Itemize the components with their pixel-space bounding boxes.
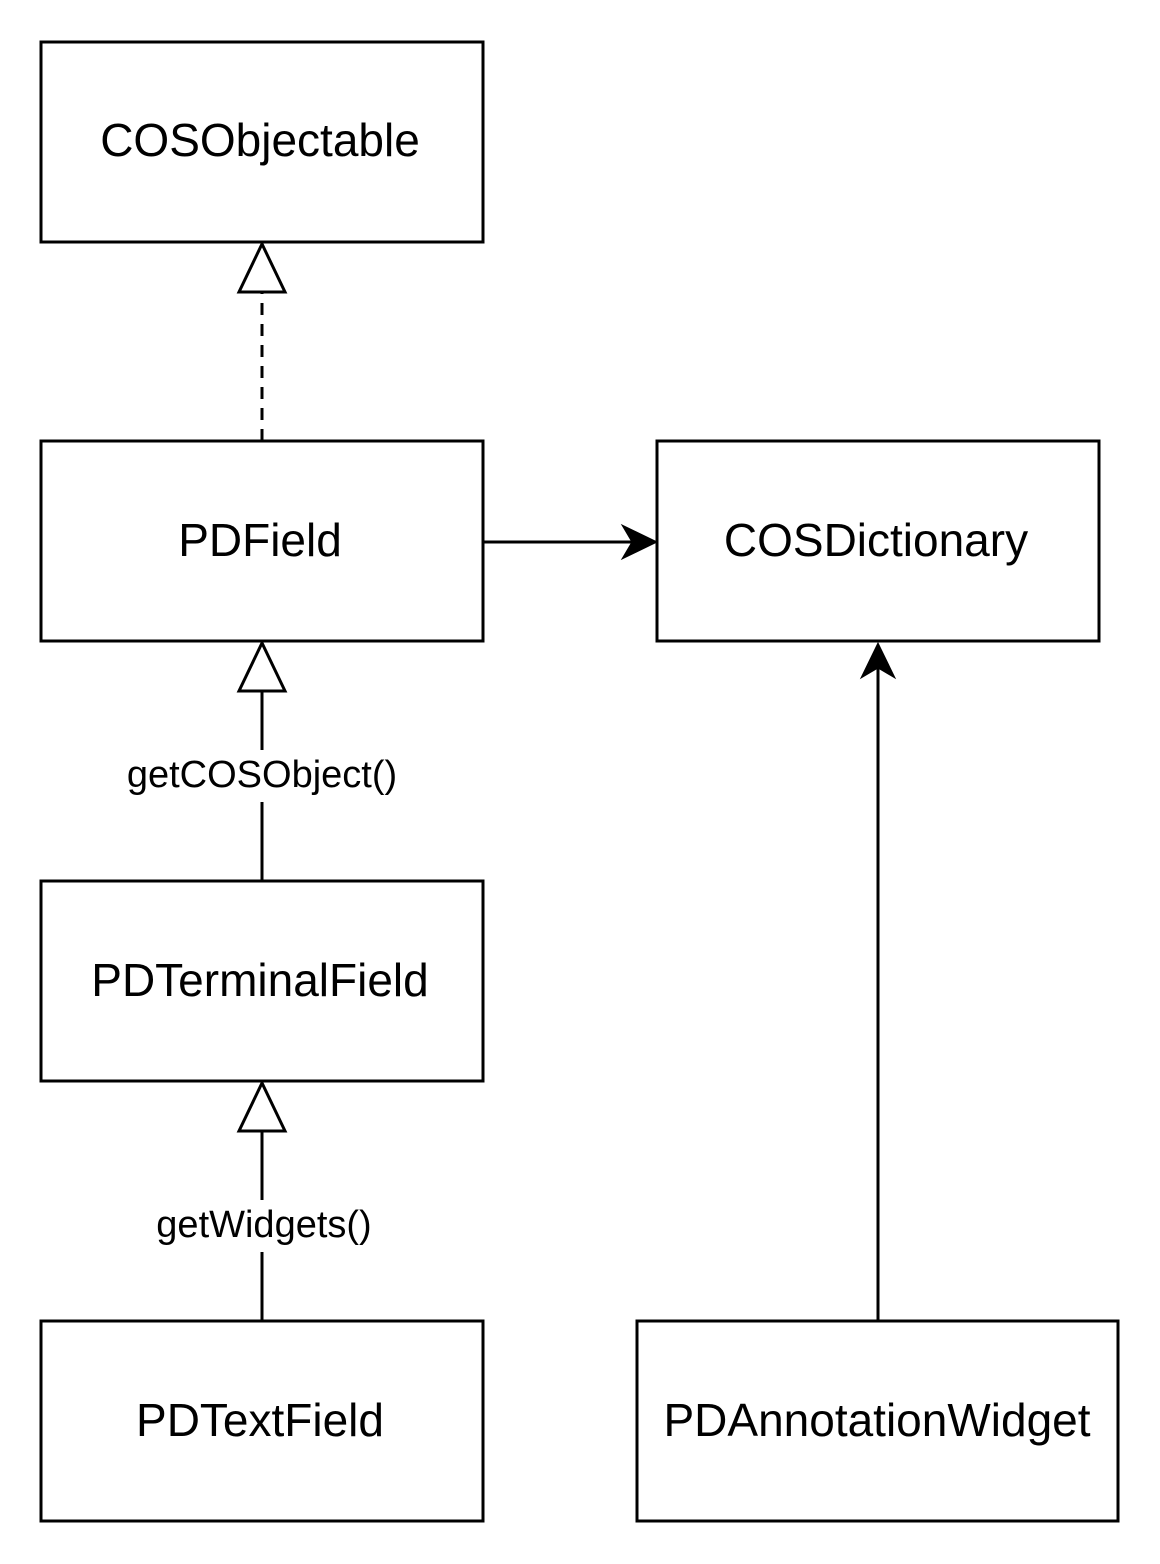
inheritance-edge-pdtextfield-pdterminalfield: getWidgets()	[134, 1079, 394, 1321]
edge-label-background	[100, 750, 424, 802]
class-name: PDAnnotationWidget	[663, 1394, 1090, 1446]
class-name: PDTextField	[136, 1394, 384, 1446]
realization-edge-pdfield-cosobjectable	[236, 240, 288, 441]
filled-arrowhead-icon	[859, 641, 897, 680]
class-box-pdtextfield[interactable]: PDTextField	[39, 1319, 485, 1523]
association-edge-pdfield-cosdictionary	[483, 523, 659, 561]
class-box-pdannotationwidget[interactable]: PDAnnotationWidget	[635, 1319, 1120, 1523]
filled-arrowhead-icon	[620, 523, 659, 561]
class-name: PDTerminalField	[91, 954, 428, 1006]
class-name: COSDictionary	[724, 514, 1028, 566]
edge-label-get-widgets: getWidgets()	[156, 1204, 371, 1246]
class-name: PDField	[178, 514, 342, 566]
hollow-triangle-arrowhead-icon	[236, 639, 288, 693]
class-box-pdterminalfield[interactable]: PDTerminalField	[39, 879, 485, 1083]
class-name: COSObjectable	[100, 114, 420, 166]
edge-label-background	[134, 1200, 394, 1252]
association-edge-pdannotationwidget-cosdictionary	[859, 641, 897, 1321]
hollow-triangle-arrowhead-icon	[236, 240, 288, 294]
class-box-cosobjectable[interactable]: COSObjectable	[39, 40, 485, 244]
inheritance-edge-pdterminalfield-pdfield: getCOSObject()	[100, 639, 424, 881]
class-box-cosdictionary[interactable]: COSDictionary	[655, 439, 1101, 643]
edge-label-get-cos-object: getCOSObject()	[127, 754, 397, 796]
hollow-triangle-arrowhead-icon	[236, 1079, 288, 1133]
class-box-pdfield[interactable]: PDField	[39, 439, 485, 643]
